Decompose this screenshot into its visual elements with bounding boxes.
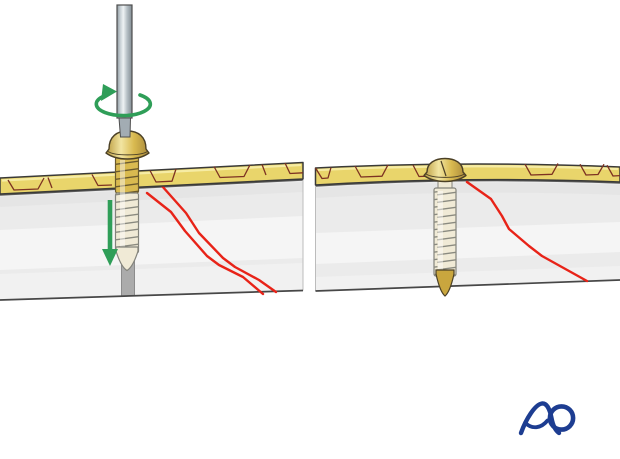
crack-mark xyxy=(284,162,304,175)
bone-bottom-line xyxy=(0,289,304,301)
ao-logo-letter-o xyxy=(547,404,576,432)
bone-bottom-line xyxy=(315,279,620,292)
cortex-cracks xyxy=(314,163,620,180)
insertion-arrow-head xyxy=(102,249,118,266)
screw-threads-cream-ridges xyxy=(434,188,456,276)
crack-mark xyxy=(354,164,389,178)
crack-mark xyxy=(7,177,45,191)
inserted-screw xyxy=(423,157,467,297)
cortex-cracks xyxy=(7,162,304,191)
bone-shaft xyxy=(315,179,620,291)
bone-light-band xyxy=(0,216,303,270)
near-cortex xyxy=(0,161,304,195)
crack-mark xyxy=(213,164,251,179)
ao-logo-letter-a-crossbar xyxy=(523,418,550,430)
cortex-band xyxy=(0,161,304,195)
ao-logo xyxy=(518,401,576,436)
screw-head-slot xyxy=(440,160,447,177)
bone-shading-band xyxy=(315,182,620,198)
screw-head xyxy=(423,157,467,183)
screw-tip xyxy=(435,269,455,297)
bone-top-line xyxy=(315,179,620,187)
insertion-arrow-icon xyxy=(102,200,118,266)
fracture-lines xyxy=(145,184,278,296)
rotation-arrow-icon xyxy=(94,84,153,118)
bone-light-band-2 xyxy=(315,266,620,291)
screw-head-brim-line xyxy=(425,173,465,178)
bone-light-band-2 xyxy=(0,263,303,300)
screw-threads-gold-ridges xyxy=(115,157,139,193)
crack-mark xyxy=(91,174,113,187)
screw-threads-cream-ridges xyxy=(115,193,139,253)
screw-highlight xyxy=(438,191,443,271)
crack-mark xyxy=(579,163,605,176)
screwdriver xyxy=(116,4,133,138)
crack-mark xyxy=(47,177,53,189)
rotation-arrow-arc xyxy=(94,93,153,118)
crack-mark xyxy=(606,164,620,177)
screwdriver-blade xyxy=(118,117,132,138)
bone-shaft xyxy=(0,179,304,300)
fracture-line-left xyxy=(145,191,265,296)
bone-light-band xyxy=(315,222,620,264)
left-panel xyxy=(0,4,304,301)
right-panel xyxy=(314,157,620,297)
screw-head-brim-line xyxy=(107,151,148,156)
crack-mark xyxy=(314,167,332,180)
crack-mark xyxy=(261,164,267,176)
cortex-band xyxy=(314,163,620,186)
crack-mark xyxy=(149,168,177,183)
crack-mark xyxy=(524,163,559,176)
screwdriver-shaft xyxy=(116,4,133,119)
screw-tip xyxy=(115,246,139,272)
near-cortex xyxy=(314,163,620,186)
bone-top-line xyxy=(0,179,304,196)
fracture-line xyxy=(465,180,589,283)
bone-shading-band xyxy=(0,182,303,207)
lag-screw xyxy=(105,130,150,272)
rotation-arrow-head xyxy=(101,84,117,101)
fracture-line-right xyxy=(160,184,278,294)
screw-highlight xyxy=(120,160,125,250)
